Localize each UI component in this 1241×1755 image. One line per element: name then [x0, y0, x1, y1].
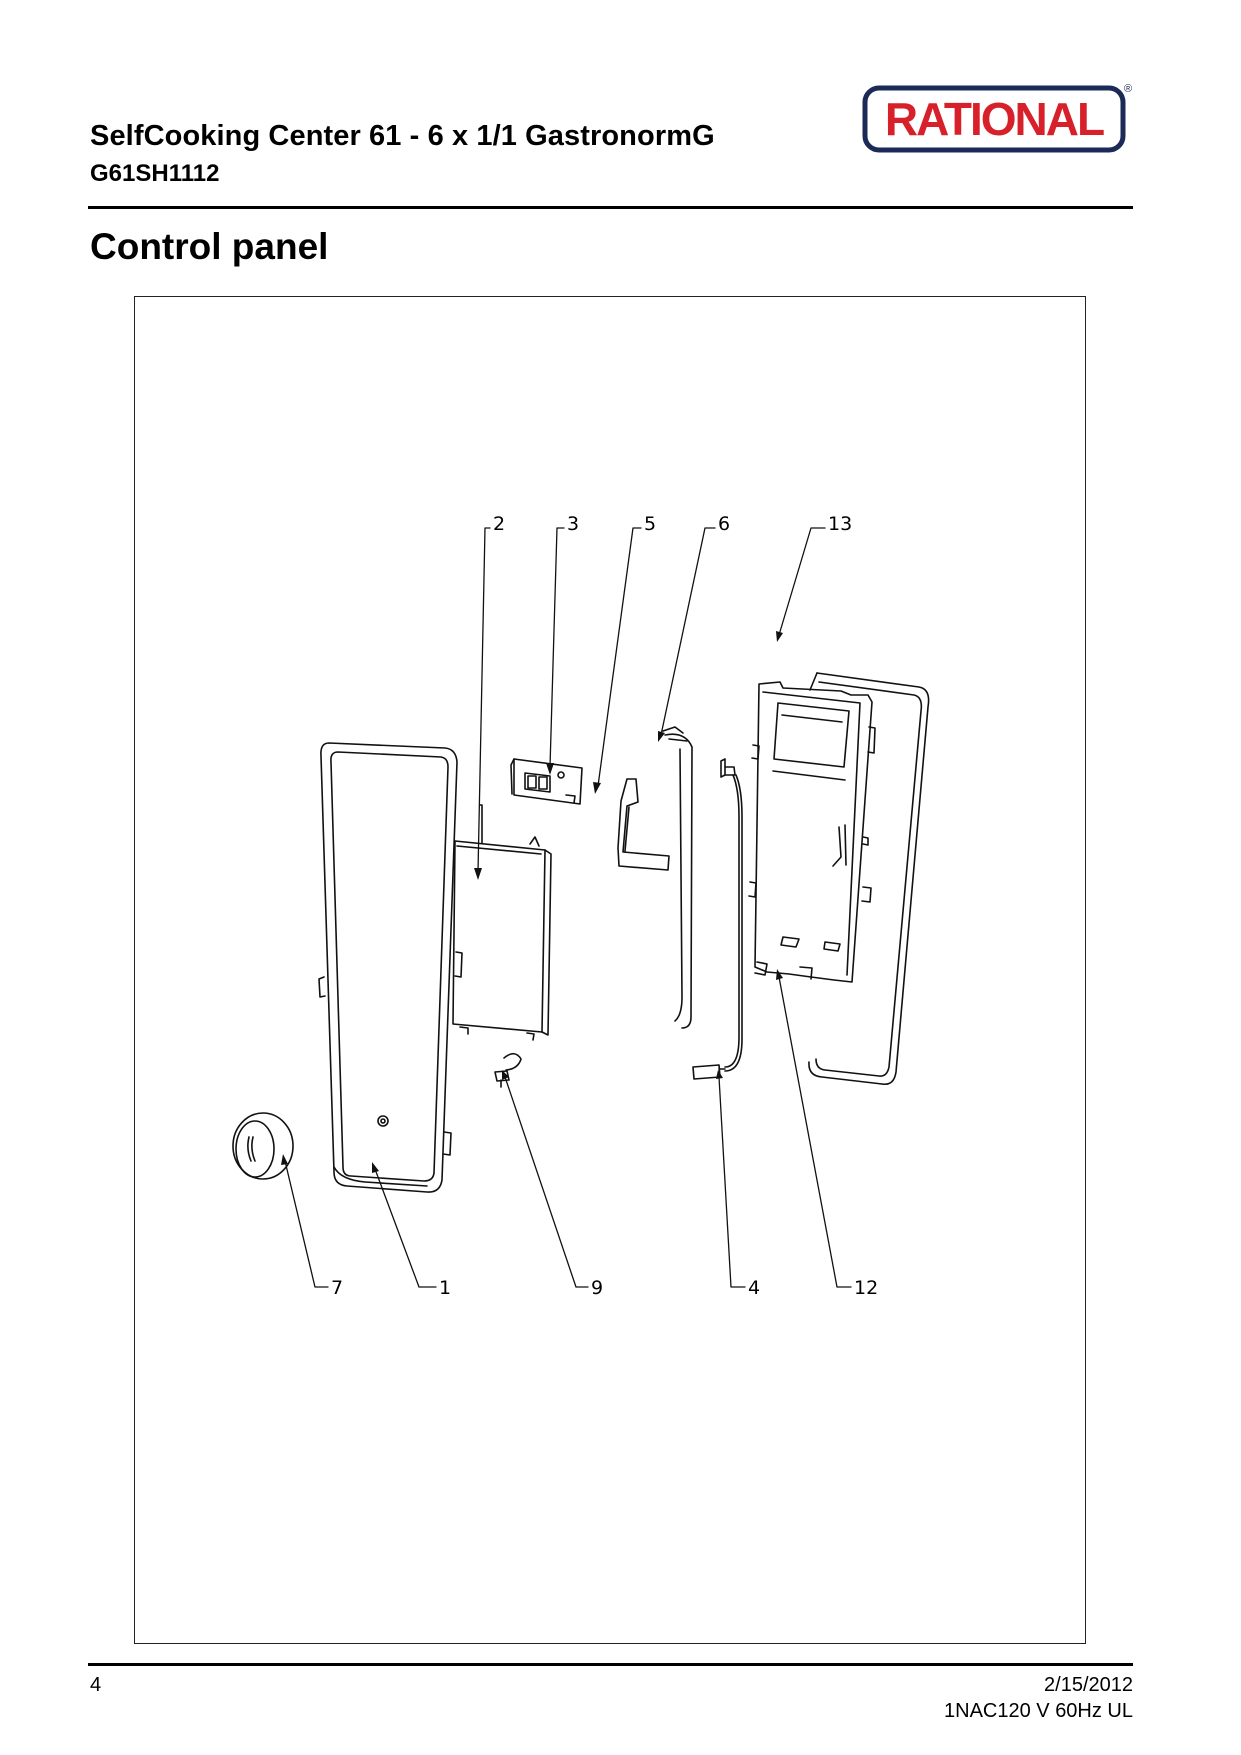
document-date: 2/15/2012: [1044, 1674, 1133, 1696]
seal-strip-part: [662, 726, 693, 1029]
model-number: G61SH1112: [90, 160, 220, 187]
arrowheads: [281, 631, 783, 1173]
header-divider: [88, 206, 1133, 209]
circuit-board-part: [510, 758, 583, 805]
sensor-clip-part: [494, 1052, 522, 1088]
callout-4: 4: [748, 1277, 760, 1299]
display-module-part: [452, 804, 552, 1041]
callout-9: 9: [591, 1277, 603, 1299]
callout-2: 2: [493, 513, 505, 535]
callout-1: 1: [439, 1277, 451, 1299]
svg-text:RATIONAL: RATIONAL: [885, 93, 1104, 145]
callout-3: 3: [567, 513, 579, 535]
section-title: Control panel: [90, 226, 329, 267]
callout-12: 12: [854, 1277, 878, 1299]
ribbon-cable-part: [617, 778, 670, 871]
knob-part: [232, 1112, 294, 1180]
footer-divider: [88, 1663, 1133, 1666]
callout-7: 7: [331, 1277, 343, 1299]
page-number: 4: [90, 1674, 102, 1696]
housing-frame-part: [748, 681, 876, 983]
callout-6: 6: [718, 513, 730, 535]
svg-text:®: ®: [1124, 83, 1132, 95]
electrical-variant: 1NAC120 V 60Hz UL: [944, 1700, 1133, 1722]
callout-5: 5: [644, 513, 656, 535]
rational-logo: RATIONAL ®: [862, 83, 1132, 153]
gasket-part: [808, 672, 930, 1086]
document-title: SelfCooking Center 61 - 6 x 1/1 Gastrono…: [90, 120, 715, 152]
leader-lines: [284, 527, 852, 1288]
callout-13: 13: [828, 513, 852, 535]
front-panel-part: [318, 742, 463, 1193]
exploded-view-drawing: 2 3 5 6 13 7 1 9 4 12: [134, 296, 1086, 1644]
cable-harness-part: [692, 758, 743, 1080]
